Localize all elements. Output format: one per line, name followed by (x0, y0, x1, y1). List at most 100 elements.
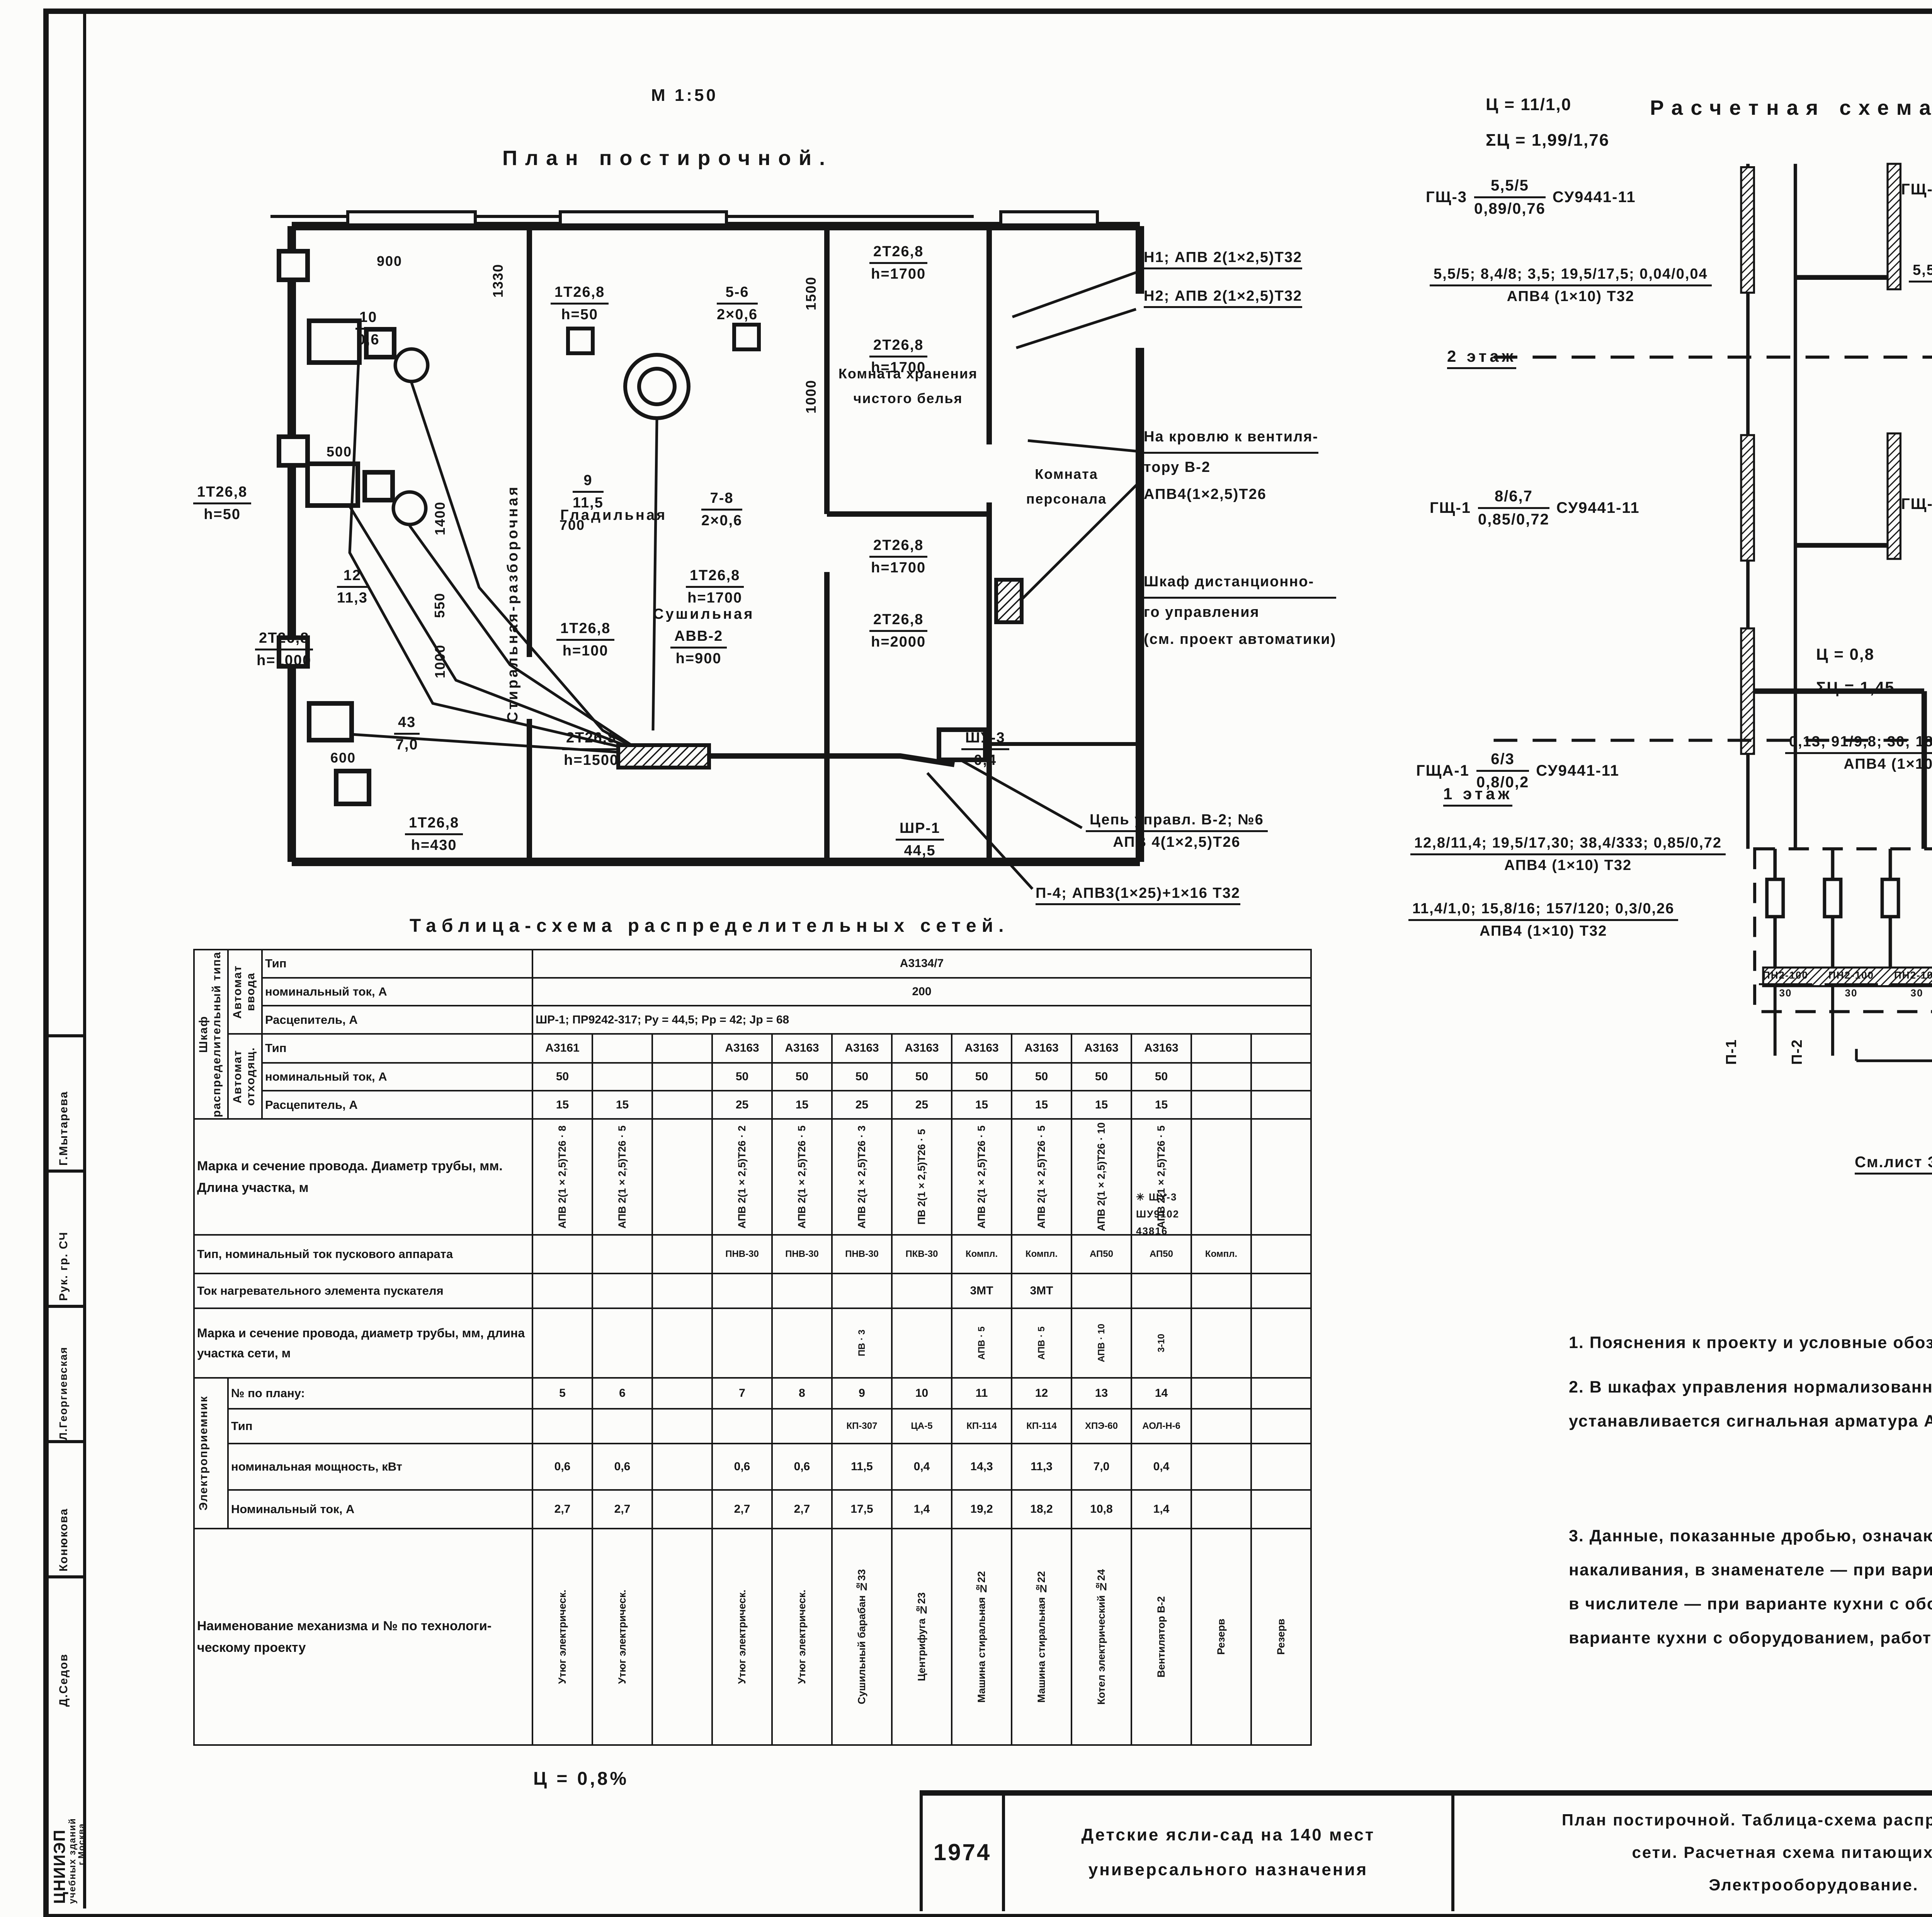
stamp-signature: Г.Мытарева (57, 1091, 70, 1166)
mechanism-cell: Центрифуга №23 (891, 1528, 952, 1746)
cell (711, 1308, 773, 1379)
cell (1250, 1062, 1312, 1092)
cell (651, 1443, 713, 1491)
cell: А3163 (1071, 1033, 1132, 1064)
cell (592, 1062, 653, 1092)
table-group2: Электроприемник (197, 1396, 210, 1511)
room-label: Гладильная (560, 507, 667, 523)
cell (1250, 1377, 1312, 1410)
cell (651, 1033, 713, 1064)
row-label: номинальный ток, А (261, 977, 533, 1007)
cell: 14 (1131, 1377, 1192, 1410)
cell: 12 (1011, 1377, 1072, 1410)
cell: 15 (951, 1090, 1012, 1120)
cell (532, 1273, 593, 1309)
cell: 14,3 (951, 1443, 1012, 1491)
dim: 1000 (432, 644, 448, 679)
cell: 0,6 (532, 1443, 593, 1491)
room-label: Стиральная-разборочная (505, 484, 521, 723)
cell: КП-307 (831, 1408, 893, 1444)
cell: ПВ 2(1×2,5)Т26 · 5 (891, 1118, 952, 1236)
cell: 15 (592, 1090, 653, 1120)
cell: 3МТ (951, 1273, 1012, 1309)
note-2: 2. В шкафах управления нормализованной с… (1569, 1378, 1932, 1430)
table-group1: Шкаф распределительный типа (197, 951, 223, 1117)
row-label: Расцепитель, А (261, 1090, 533, 1120)
tb-year: 1974 (920, 1793, 1002, 1911)
cell: 8 (771, 1377, 833, 1410)
cell (1250, 1090, 1312, 1120)
cell (651, 1090, 713, 1120)
cell (1190, 1090, 1252, 1120)
cell: АПВ 2(1×2,5)Т26 · 5 (592, 1118, 653, 1236)
note-1: 1. Пояснения к проекту и условные обозна… (1569, 1333, 1932, 1352)
row-label: Тип (227, 1408, 533, 1444)
table-sub1: Автомат ввода (231, 965, 257, 1019)
cell: А3163 (1131, 1033, 1192, 1064)
cell (891, 1273, 952, 1309)
dim: 550 (432, 592, 448, 618)
cell: 3-10 (1131, 1308, 1192, 1379)
cell: ЦА-5 (891, 1408, 952, 1444)
mechanism-cell: Утюг электрическ. (592, 1528, 653, 1746)
mechanism-cell (651, 1528, 713, 1746)
cell: АПВ 2(1×2,5)Т26 · 10 (1071, 1118, 1132, 1236)
cell (592, 1033, 653, 1064)
cell: 25 (711, 1090, 773, 1120)
row-label: Наименование механизма и № по технологи-… (193, 1528, 533, 1746)
cell: 15 (532, 1090, 593, 1120)
distribution-table: Шкаф распределительный типа Автомат ввод… (193, 949, 1312, 1746)
stamp-signature: Рук. гр. СЧ (57, 1231, 70, 1301)
tb-subject: План постирочной. Таблица-схема распреде… (1451, 1793, 1932, 1911)
row-label: Тип (261, 1033, 533, 1064)
dim: 500 (327, 444, 352, 460)
cell: АПВ · 5 (951, 1308, 1012, 1379)
cell: КП-114 (951, 1408, 1012, 1444)
cell: 15 (771, 1090, 833, 1120)
mechanism-cell: Утюг электрическ. (532, 1528, 593, 1746)
cell (1250, 1489, 1312, 1529)
cell (1250, 1408, 1312, 1444)
cell: 10 (891, 1377, 952, 1410)
cell: ПКВ-30 (891, 1234, 952, 1274)
cell: 7 (711, 1377, 773, 1410)
cell (592, 1408, 653, 1444)
cell: 1,4 (891, 1489, 952, 1529)
dim: 1000 (803, 379, 819, 414)
dim: 900 (377, 253, 403, 269)
cell: 50 (711, 1062, 773, 1092)
cell (1190, 1377, 1252, 1410)
cell: АПВ · 5 (1011, 1308, 1072, 1379)
cell: ПНВ-30 (831, 1234, 893, 1274)
cell (1190, 1408, 1252, 1444)
cell: 11,3 (1011, 1443, 1072, 1491)
board-gshch4: ГЩ-4 5,5/50,34/0,3 СУ9441-11 (1901, 181, 1932, 198)
cell: 50 (1071, 1062, 1132, 1092)
cell: 15 (1071, 1090, 1132, 1120)
cell (532, 1234, 593, 1274)
row-label: № по плану: (227, 1377, 533, 1410)
mechanism-cell: Резерв (1250, 1528, 1312, 1746)
cell (1190, 1308, 1252, 1379)
room-label: Комната персонала (1026, 466, 1107, 507)
cell: 50 (831, 1062, 893, 1092)
cell: А3163 (831, 1033, 893, 1064)
cell: 15 (1131, 1090, 1192, 1120)
cell (891, 1308, 952, 1379)
cell: 50 (532, 1062, 593, 1092)
cell: АП50 (1071, 1234, 1132, 1274)
cell (1250, 1033, 1312, 1064)
